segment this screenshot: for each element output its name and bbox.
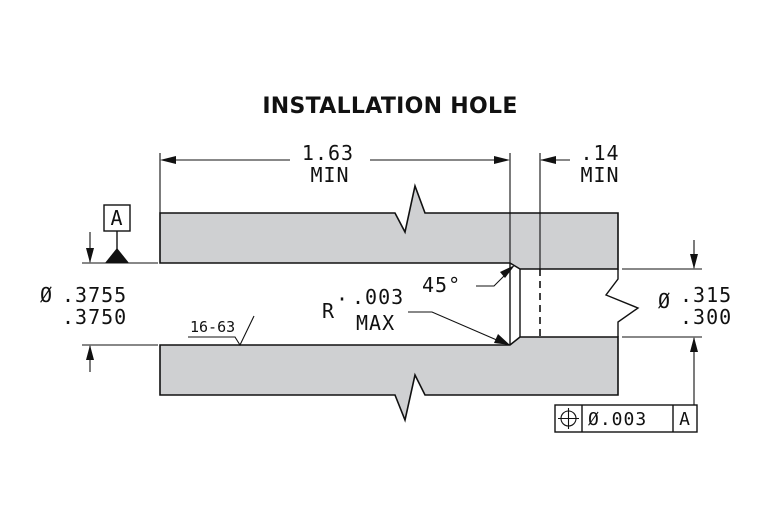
radius-qualifier: MAX bbox=[356, 311, 395, 335]
length-value: 1.63 bbox=[302, 141, 354, 165]
arrowhead bbox=[690, 254, 698, 269]
bore-diameter-upper: .3755 bbox=[62, 283, 127, 307]
arrowhead bbox=[494, 156, 510, 164]
radius-prefix: R bbox=[322, 299, 335, 323]
upper-wall bbox=[159, 183, 619, 270]
arrowhead bbox=[86, 248, 94, 263]
fcf-tolerance: Ø.003 bbox=[588, 409, 647, 430]
bore-diameter-symbol: Ø bbox=[40, 283, 53, 307]
surface-finish-symbol bbox=[188, 315, 255, 347]
radius-value: .003 bbox=[352, 285, 404, 309]
chamfer-angle: 45° bbox=[422, 273, 461, 297]
arrowhead bbox=[494, 334, 510, 345]
datum-triangle-icon bbox=[105, 248, 129, 263]
arrowhead bbox=[86, 345, 94, 360]
hole-diameter-upper: .315 bbox=[680, 283, 732, 307]
feature-control-frame bbox=[554, 404, 698, 433]
drawing-title: INSTALLATION HOLE bbox=[262, 94, 517, 119]
bore-diameter-lower: .3750 bbox=[62, 305, 127, 329]
depth-qualifier: MIN bbox=[580, 163, 619, 187]
radius-dot: · bbox=[336, 287, 349, 311]
arrowhead bbox=[160, 156, 176, 164]
datum-label: A bbox=[110, 206, 123, 230]
hole-diameter-symbol: Ø bbox=[658, 289, 671, 313]
surface-finish-label: 16-63 bbox=[190, 318, 235, 336]
depth-value: .14 bbox=[580, 141, 619, 165]
lower-wall bbox=[159, 336, 619, 423]
position-icon bbox=[558, 408, 579, 429]
hole-diameter-lower: .300 bbox=[680, 305, 732, 329]
arrowhead bbox=[690, 337, 698, 352]
length-qualifier: MIN bbox=[310, 163, 349, 187]
arrowhead bbox=[500, 265, 515, 278]
radius-leader bbox=[408, 311, 507, 345]
fcf-datum: A bbox=[679, 409, 691, 430]
hole-break-line bbox=[604, 269, 640, 337]
arrowhead bbox=[540, 156, 556, 164]
